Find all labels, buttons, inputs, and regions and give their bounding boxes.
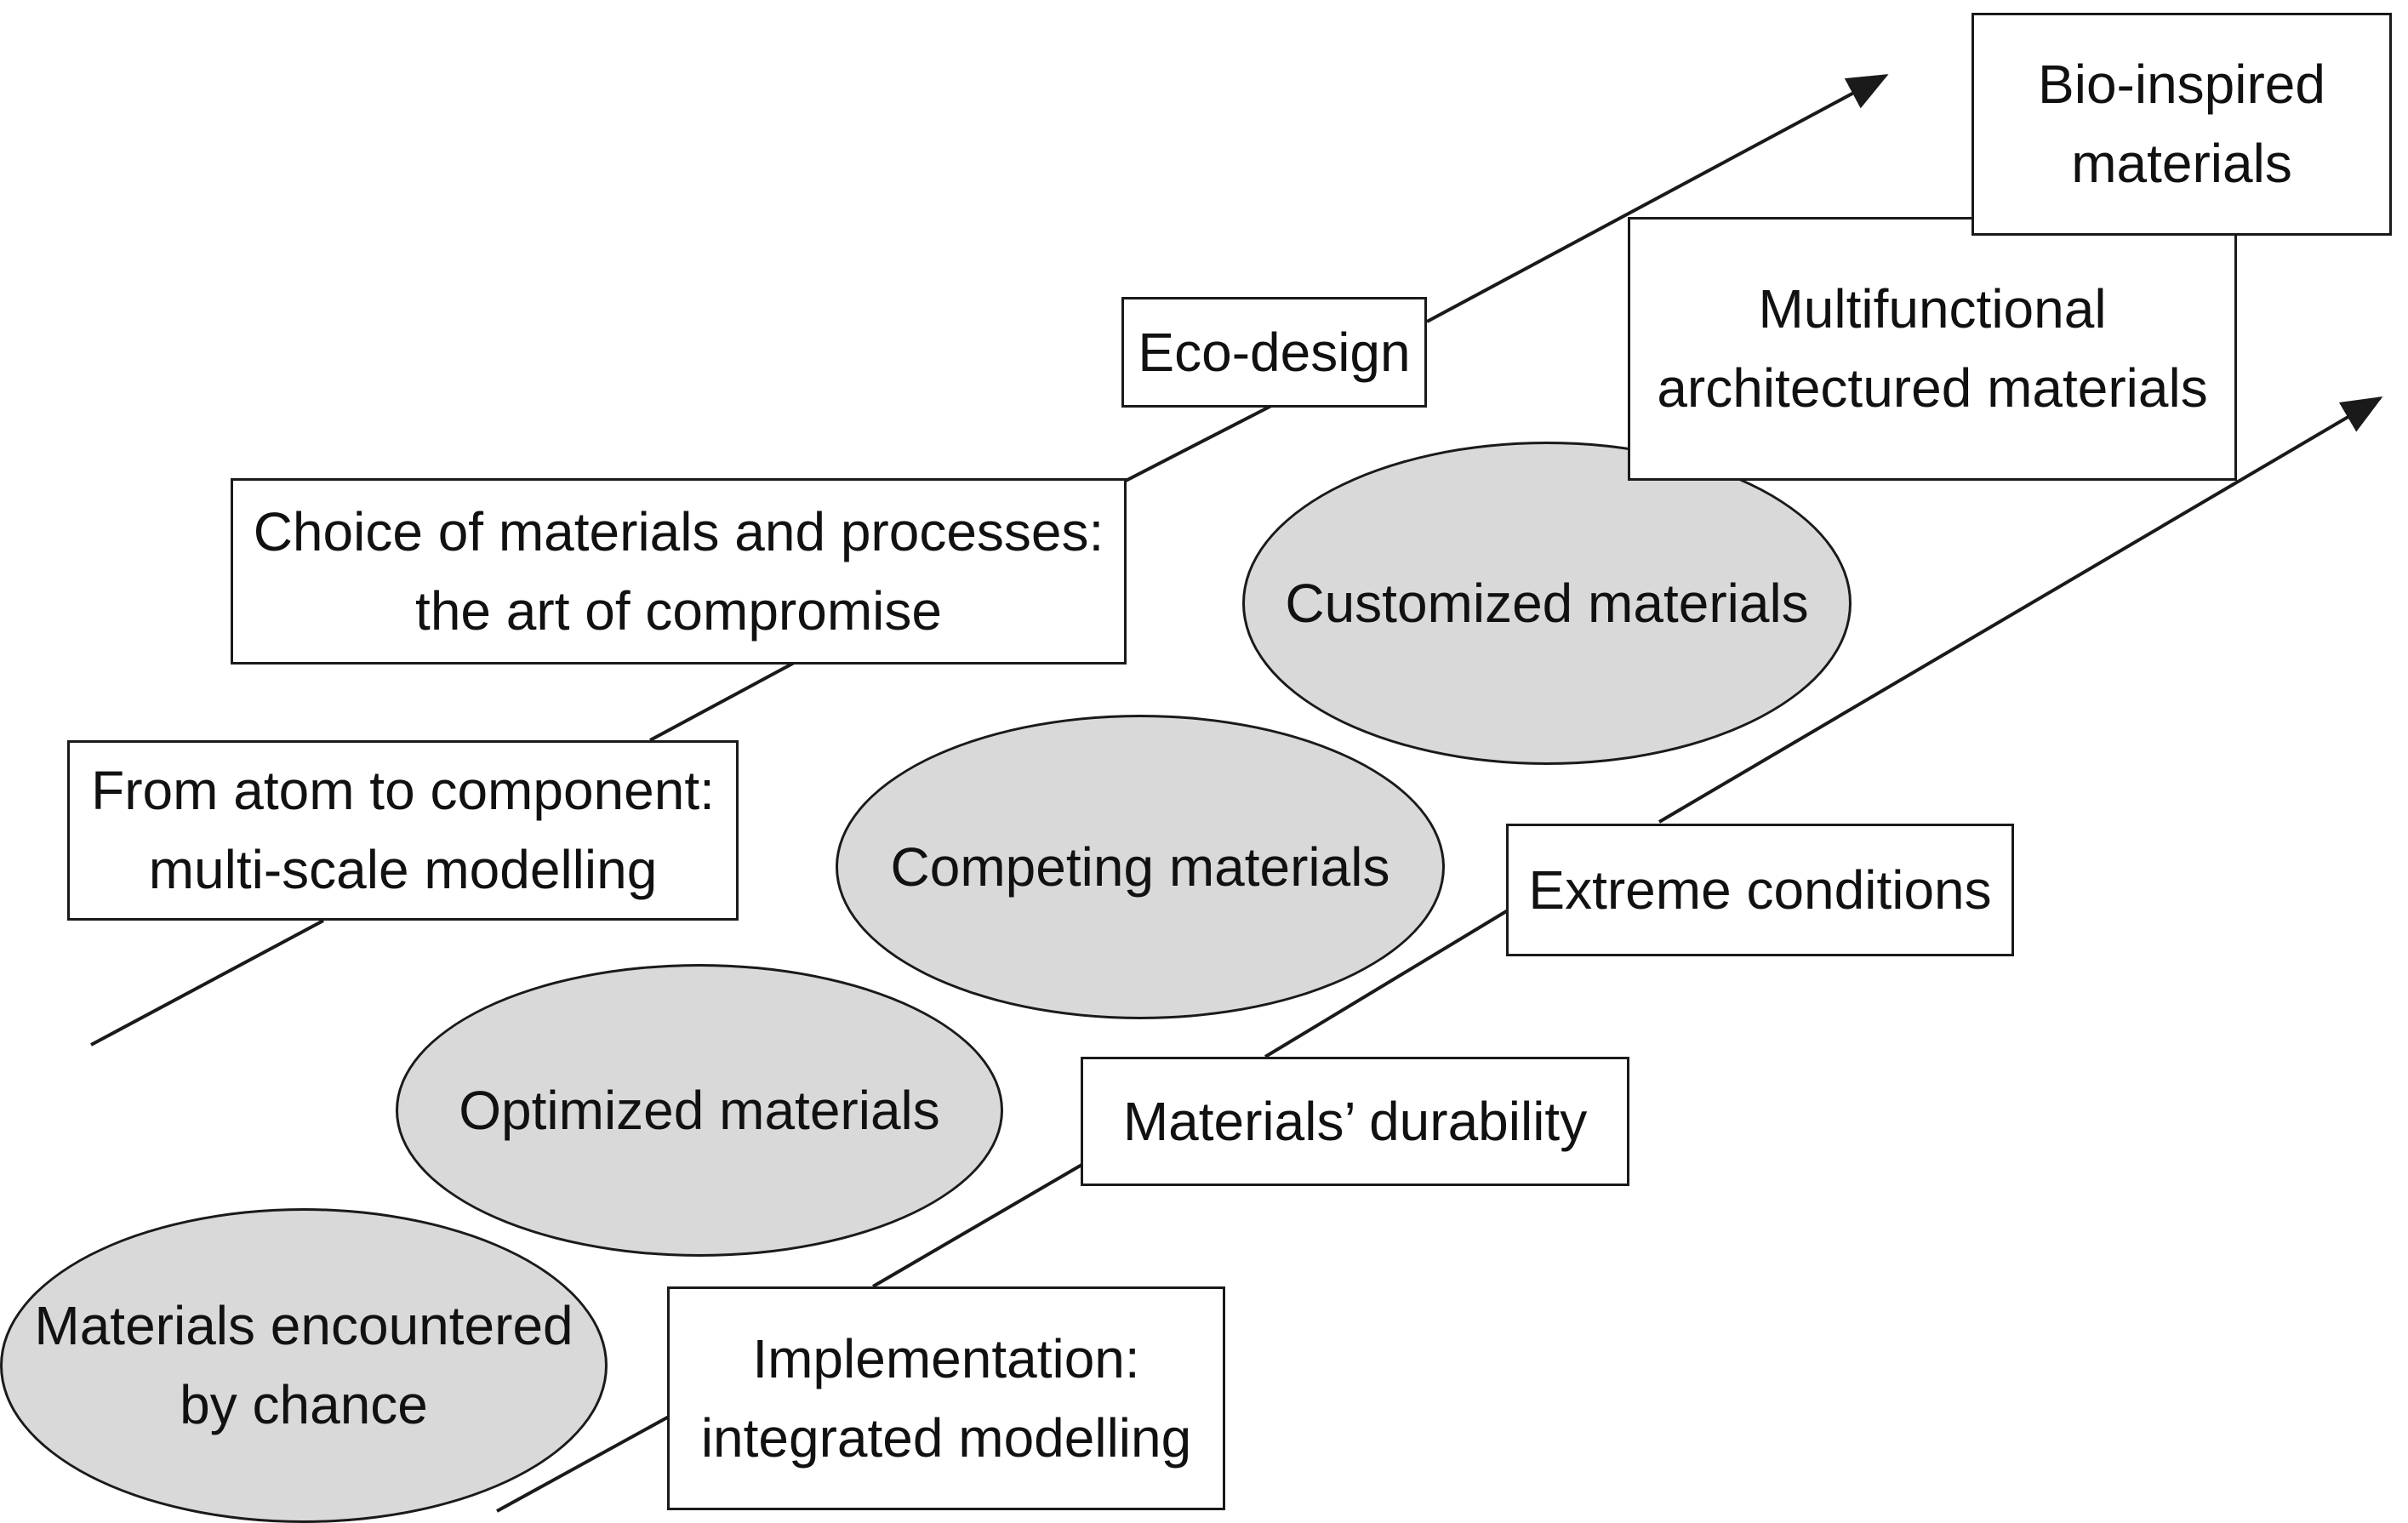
text-line: integrated modelling — [700, 1406, 1192, 1469]
text-line: Implementation: — [752, 1327, 1140, 1389]
ellipse-optimized-materials: Optimized materials — [396, 964, 1003, 1257]
upper-line-choice-to-eco — [1125, 403, 1274, 482]
box-extreme-conditions-text: Extreme conditions — [1528, 851, 1991, 930]
text-line: Customized materials — [1285, 572, 1809, 634]
upper-line-atom-to-choice — [649, 660, 796, 742]
lower-line-start — [496, 1415, 670, 1513]
upper-arrow — [1426, 74, 1889, 323]
box-eco-design: Eco-design — [1121, 297, 1427, 408]
box-bio-inspired-text: Bio-inspired materials — [2038, 45, 2325, 203]
ellipse-materials-by-chance-text: Materials encountered by chance — [34, 1286, 573, 1445]
box-eco-design-text: Eco-design — [1138, 313, 1410, 392]
text-line: Materials encountered — [34, 1295, 573, 1357]
box-bio-inspired: Bio-inspired materials — [1971, 13, 2392, 236]
text-line: Eco-design — [1138, 321, 1411, 383]
ellipse-optimized-materials-text: Optimized materials — [459, 1071, 940, 1150]
text-line: Extreme conditions — [1528, 858, 1992, 921]
box-implementation: Implementation: integrated modelling — [667, 1286, 1225, 1510]
box-implementation-text: Implementation: integrated modelling — [701, 1320, 1191, 1478]
upper-line-start — [90, 919, 324, 1047]
text-line: materials — [2071, 133, 2292, 194]
text-line: multi-scale modelling — [148, 839, 658, 900]
box-choice-of-materials-text: Choice of materials and processes: the a… — [254, 493, 1104, 651]
lower-arrow — [1658, 396, 2383, 824]
box-atom-to-component: From atom to component: multi-scale mode… — [67, 740, 739, 921]
box-atom-to-component-text: From atom to component: multi-scale mode… — [91, 751, 715, 910]
text-line: Multifunctional — [1758, 278, 2107, 340]
text-line: architectured materials — [1657, 357, 2208, 419]
lower-line-impl-to-durability — [871, 1162, 1085, 1288]
box-multifunctional-architectured: Multifunctional architectured materials — [1628, 217, 2237, 481]
box-multifunctional-architectured-text: Multifunctional architectured materials — [1657, 270, 2207, 428]
box-extreme-conditions: Extreme conditions — [1506, 824, 2014, 956]
text-line: Optimized materials — [459, 1079, 940, 1141]
lower-line-durability-to-extreme — [1264, 909, 1509, 1058]
ellipse-competing-materials: Competing materials — [836, 715, 1445, 1019]
text-line: Materials’ durability — [1122, 1090, 1588, 1152]
text-line: Competing materials — [890, 836, 1390, 898]
ellipse-customized-materials: Customized materials — [1242, 442, 1852, 765]
box-choice-of-materials: Choice of materials and processes: the a… — [231, 478, 1127, 665]
ellipse-materials-by-chance: Materials encountered by chance — [0, 1208, 608, 1523]
text-line: the art of compromise — [415, 579, 942, 642]
text-line: From atom to component: — [91, 760, 715, 822]
box-materials-durability: Materials’ durability — [1081, 1057, 1629, 1186]
text-line: Choice of materials and processes: — [253, 500, 1104, 562]
box-materials-durability-text: Materials’ durability — [1123, 1082, 1587, 1161]
ellipse-competing-materials-text: Competing materials — [891, 828, 1390, 907]
text-line: by chance — [180, 1374, 428, 1435]
ellipse-customized-materials-text: Customized materials — [1285, 564, 1808, 643]
text-line: Bio-inspired — [2038, 54, 2325, 116]
